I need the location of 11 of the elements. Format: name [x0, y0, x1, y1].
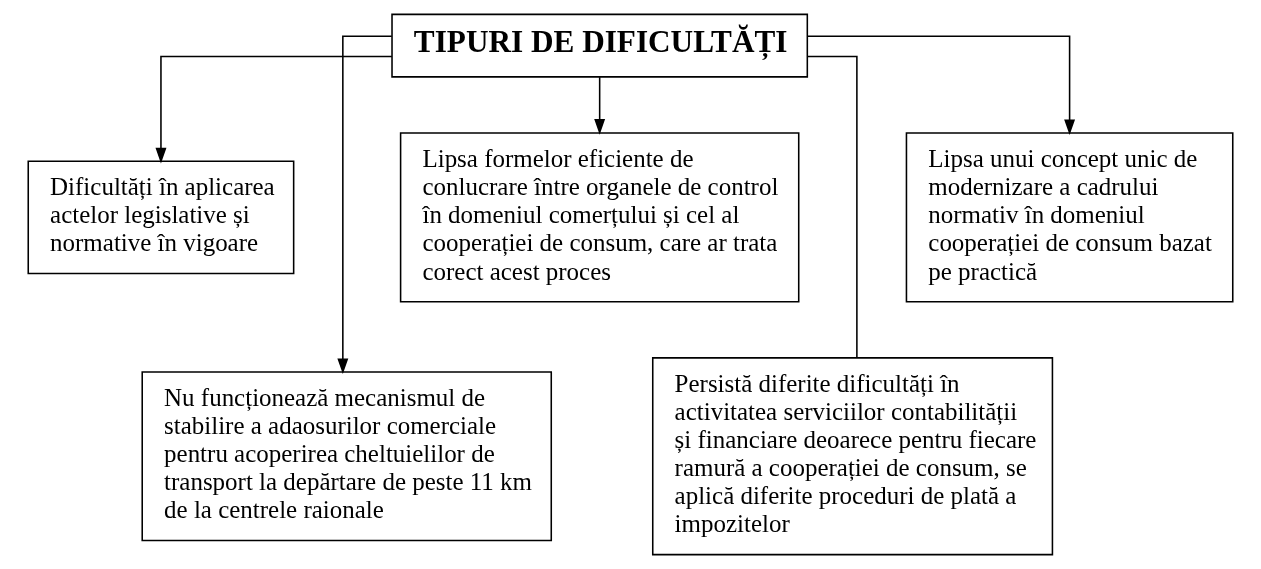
- node-box: Nu funcționează mecanismul de stabilire a adaosurilor comerciale pentru acoperirea cheltuielilor de transport la depărtare de peste 11 km de la centrele raionale: [141, 371, 553, 542]
- node-box: TIPURI DE DIFICULTĂȚI: [391, 13, 809, 78]
- arrow: [807, 35, 1076, 135]
- arrow: [594, 76, 606, 135]
- node-box: Lipsa unui concept unic de modernizare a cadrului normativ în domeniul cooperației de consum bazat pe practică: [905, 132, 1234, 303]
- node-box: Lipsa formelor eficiente de conlucrare între organele de control în domeniul comerțului și cel al cooperației de consum, care ar trata corect acest proces: [399, 132, 800, 303]
- connector: [807, 55, 858, 359]
- node-box: Dificultăți în aplicarea actelor legislative și normative în vigoare: [27, 160, 295, 275]
- node-box: Persistă diferite dificultăți în activitatea serviciilor contabilității și financiare deoarece pentru fiecare ramură a cooperației de consum, se aplică diferite proceduri de plată a impozitelor: [651, 357, 1054, 556]
- arrow: [155, 55, 393, 164]
- arrow: [337, 35, 393, 375]
